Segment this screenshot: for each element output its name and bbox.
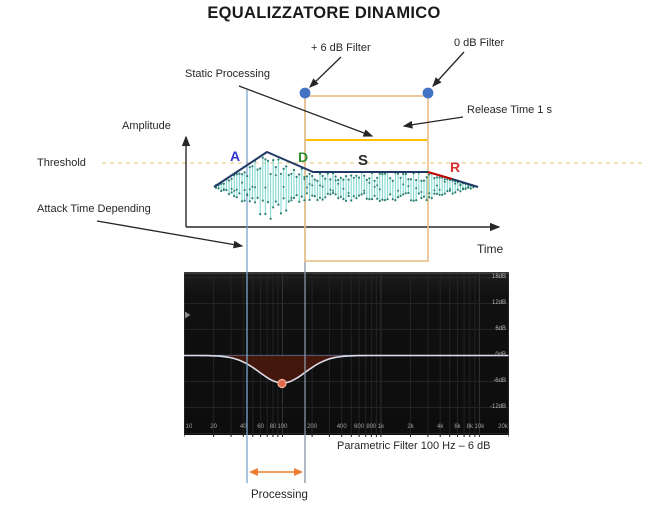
eq-freq-label: 1k [377, 424, 385, 430]
zero-db-filter-label: 0 dB Filter [454, 37, 505, 49]
envelope-release-tail [451, 178, 479, 188]
eq-freq-label: 20 [210, 424, 217, 430]
amplitude-axis-label: Amplitude [122, 120, 171, 132]
eq-freq-label: 40 [239, 424, 247, 430]
eq-db-label: 12dB [491, 299, 506, 306]
eq-response-curve [184, 354, 508, 384]
release-time-arrow [402, 116, 464, 129]
eq-freq-label: 10k [474, 424, 485, 430]
threshold-label: Threshold [37, 157, 86, 169]
processing-label: Processing [251, 489, 308, 501]
eq-db-label: 18dB [491, 273, 506, 280]
eq-freq-label: 200 [307, 424, 318, 430]
eq-freq-label: 600 [354, 424, 365, 430]
release-time-label: Release Time 1 s [467, 104, 552, 116]
eq-filter-handle[interactable] [277, 378, 287, 389]
plus6db-filter-dot[interactable] [299, 87, 311, 99]
eq-db-label: -6dB [493, 377, 506, 384]
zero-db-filter-dot[interactable] [422, 87, 434, 99]
adsr-release-letter: R [450, 159, 461, 175]
eq-freq-label: 800 [366, 424, 377, 430]
envelope-release-red [427, 171, 453, 180]
eq-freq-label: 8k [466, 424, 473, 430]
eq-freq-label: 400 [336, 424, 347, 430]
eq-freq-label: 6k [454, 424, 461, 430]
plus6db-filter-arrow [309, 56, 342, 88]
filter-gain-box [304, 95, 429, 262]
eq-freq-label: 60 [257, 424, 264, 430]
adsr-attack-letter: A [230, 148, 241, 164]
audio-waveform [214, 156, 475, 220]
static-processing-label: Static Processing [185, 68, 270, 80]
plus6db-filter-label: + 6 dB Filter [311, 42, 371, 54]
attack-time-label: Attack Time Depending [37, 203, 151, 215]
eq-freq-label: 4k [437, 424, 444, 430]
eq-db-label: 0dB [495, 351, 506, 358]
adsr-decay-letter: D [298, 149, 309, 165]
time-axis-label: Time [477, 242, 504, 256]
eq-freq-label: 80 [269, 424, 277, 430]
zero-db-filter-arrow [432, 51, 465, 87]
static-processing-arrow [238, 85, 374, 137]
eq-freq-label: 100 [277, 424, 288, 430]
page-title: EQUALIZZATORE DINAMICO [207, 4, 441, 22]
parametric-filter-caption: Parametric Filter 100 Hz – 6 dB [337, 440, 491, 452]
eq-freq-label: 20k [498, 424, 508, 430]
eq-curve-fill [184, 355, 509, 383]
processing-range-arrow [249, 468, 303, 476]
eq-freq-label: 2k [407, 424, 414, 430]
eq-db-label: -12dB [489, 403, 506, 410]
envelope-attack-decay-sustain [213, 151, 428, 188]
eq-left-marker-icon [185, 311, 191, 319]
eq-freq-label: 10 [185, 424, 193, 430]
adsr-sustain-letter: S [358, 152, 369, 169]
eq-db-label: 6dB [495, 325, 506, 332]
attack-time-arrow [96, 220, 244, 249]
